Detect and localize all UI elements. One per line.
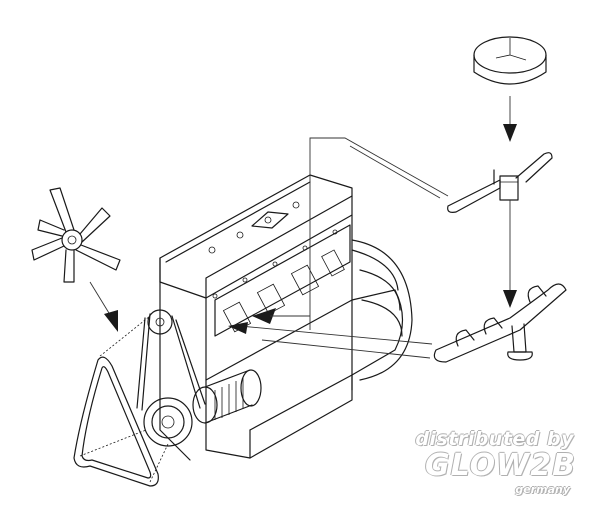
fan-part [31, 187, 121, 283]
arrow-left-icon [252, 308, 276, 324]
watermark-logo: GLOW2B [424, 448, 576, 483]
pulley-assembly [136, 309, 262, 447]
watermark-germany: germany [515, 483, 570, 496]
pipe-fitting-part [447, 152, 553, 213]
arrow-left-icon [228, 322, 248, 334]
engine-block [159, 174, 413, 461]
arrow-down-icon [104, 310, 118, 332]
assembly-guides [79, 96, 517, 483]
manifold-part [433, 283, 567, 363]
watermark-distributed-by: distributed by [415, 428, 574, 450]
arrow-down-icon [503, 290, 517, 308]
cap-part [473, 36, 547, 85]
fan-belt-part [73, 356, 159, 487]
arrow-down-icon [503, 124, 517, 142]
